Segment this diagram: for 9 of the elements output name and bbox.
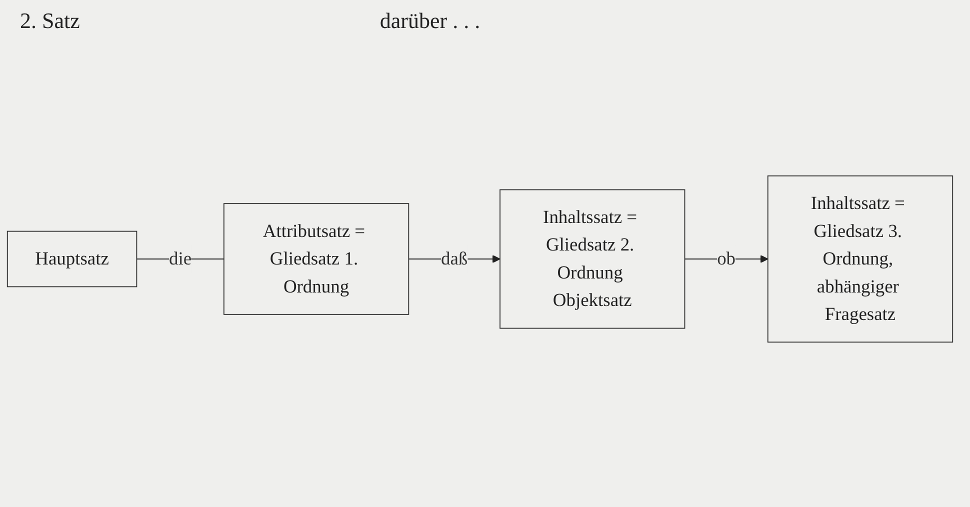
node-box: Inhaltssatz = Gliedsatz 3. Ordnung, abhängiger Fragesatz (767, 175, 954, 343)
node-box: Hauptsatz (6, 230, 138, 288)
edge-label: ob (717, 248, 736, 270)
diagram-title: 2. Satz (20, 8, 80, 34)
note-text: darüber . . . (380, 8, 480, 33)
edge-label: die (169, 248, 192, 270)
node-box: Attributsatz = Gliedsatz 1. Ordnung (223, 203, 410, 315)
edge-label: daß (440, 248, 468, 270)
node-box: Inhaltssatz = Gliedsatz 2. Ordnung Objektsatz (500, 189, 686, 329)
